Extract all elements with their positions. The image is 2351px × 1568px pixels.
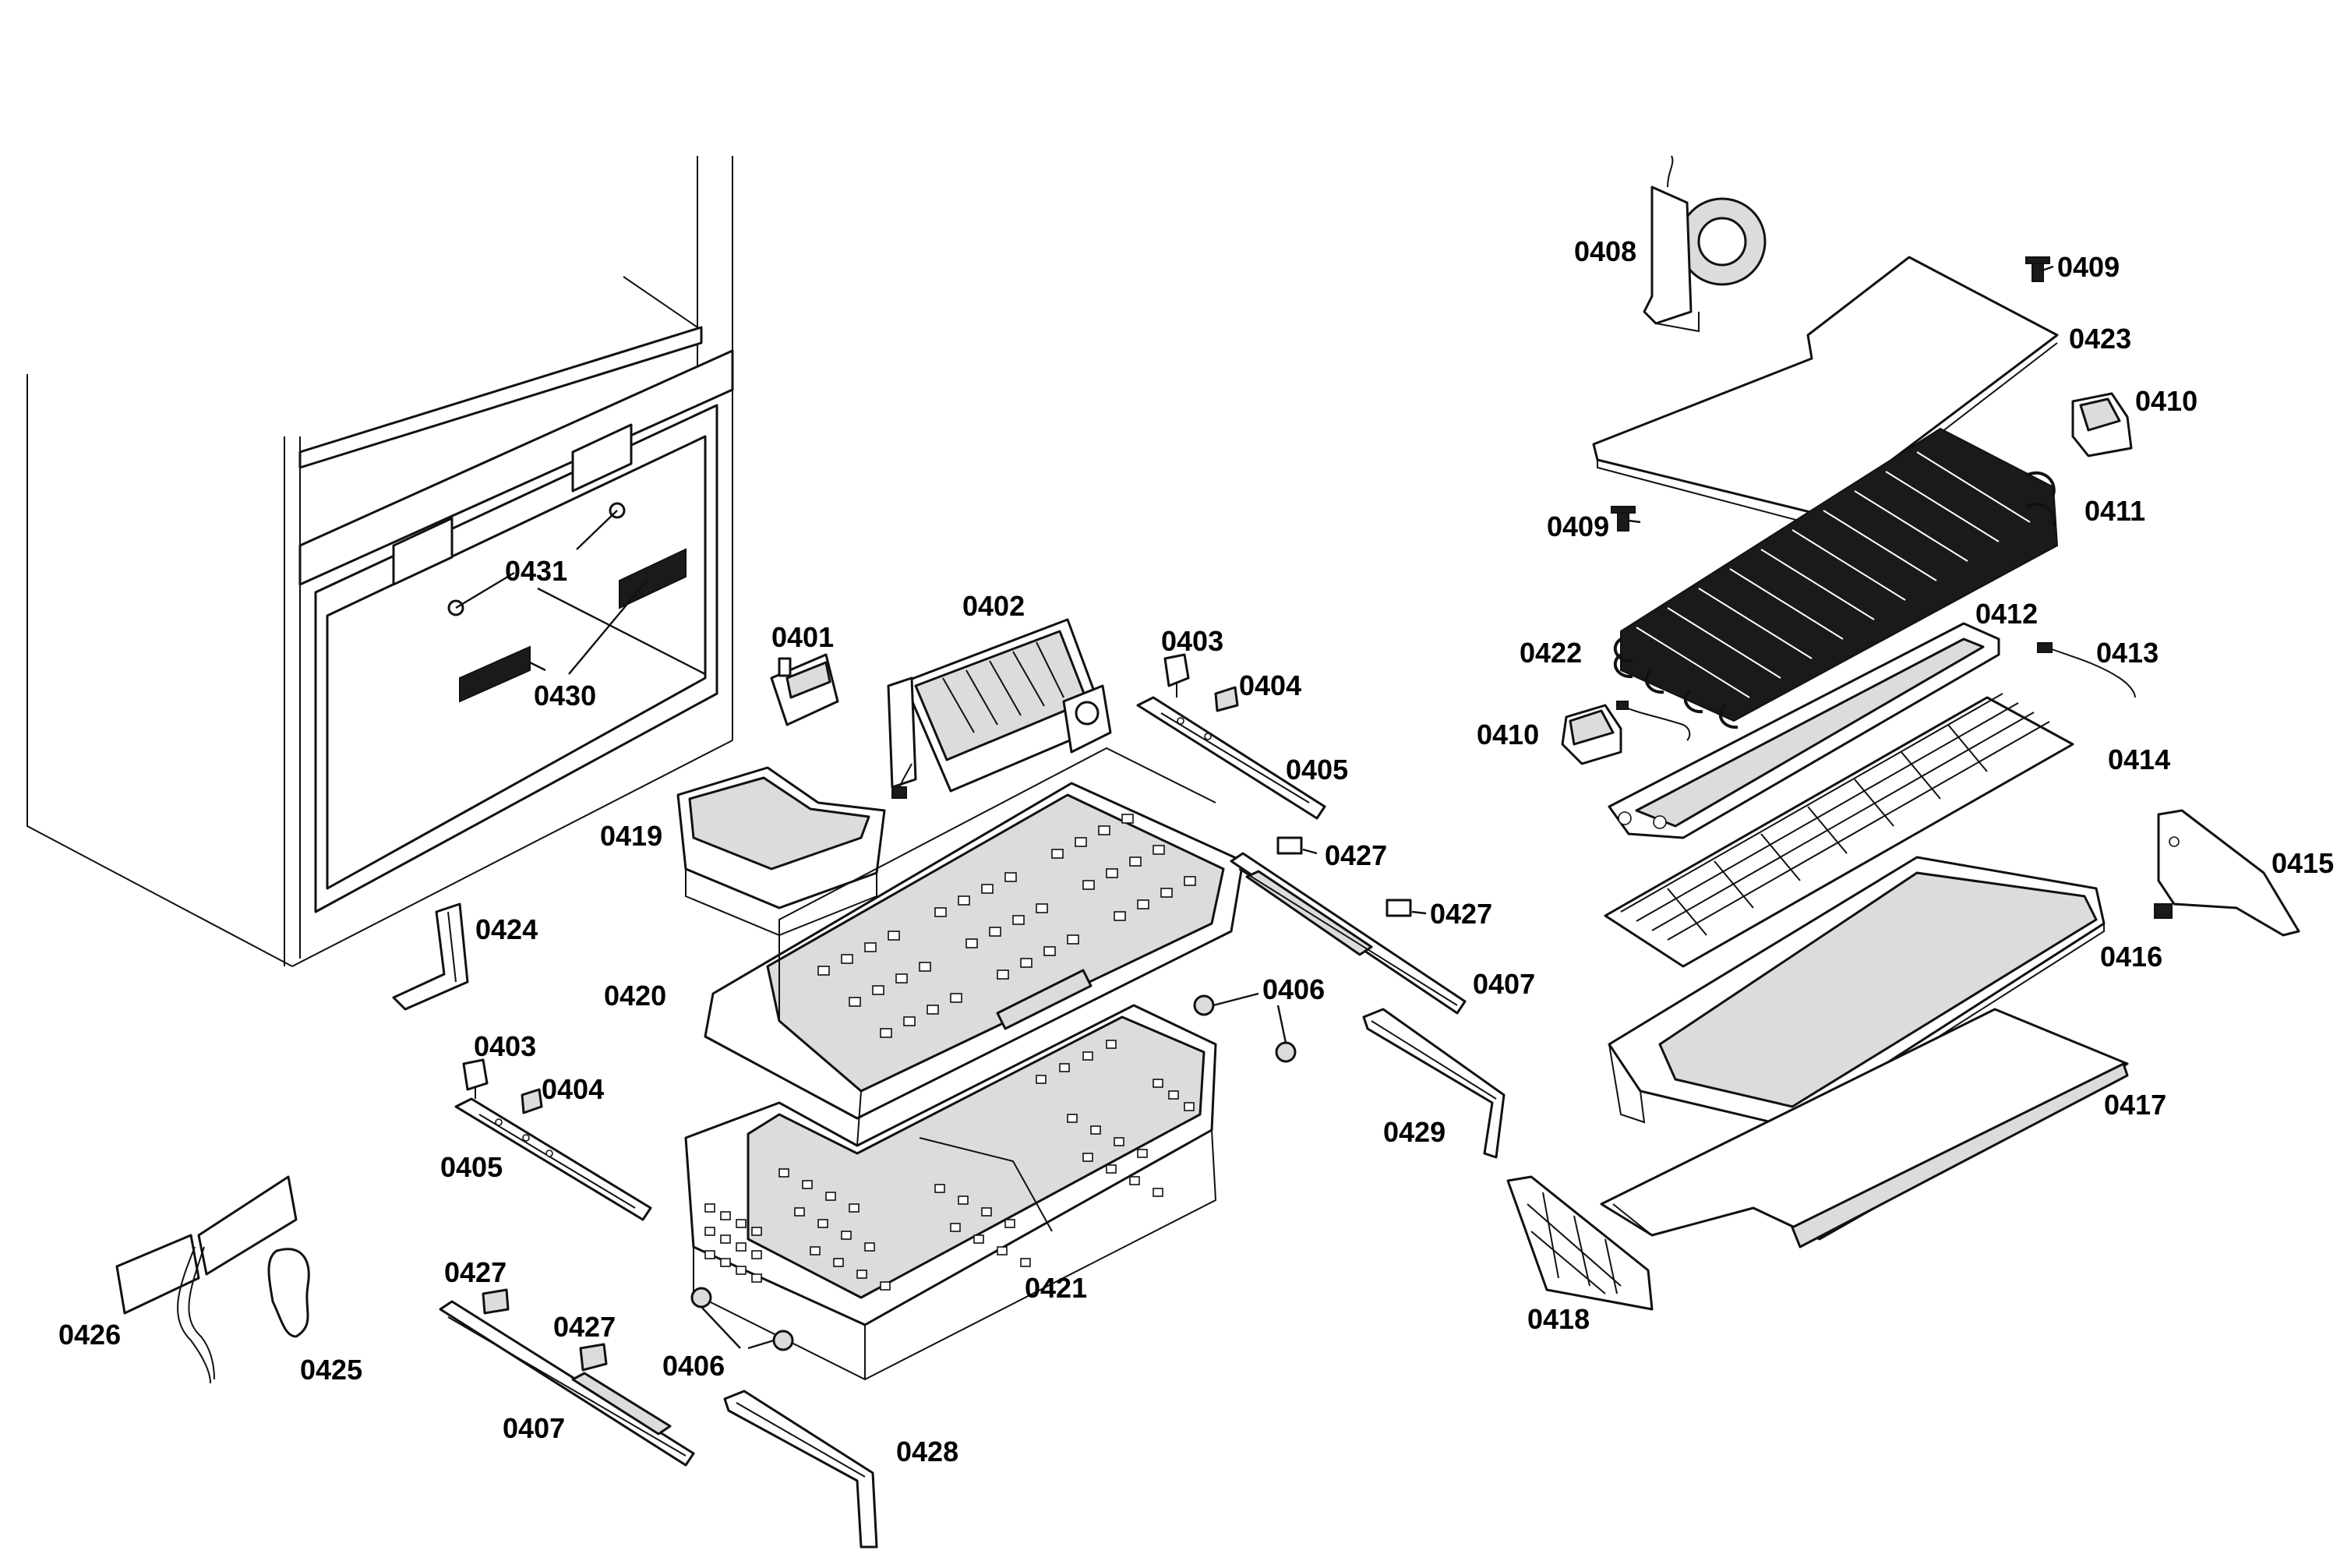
label-0417: 0417 [2104, 1089, 2166, 1121]
label-0401: 0401 [771, 621, 834, 653]
label-0405-right: 0405 [1286, 754, 1348, 786]
refrigerator-cabinet [26, 156, 734, 967]
label-0405-left: 0405 [440, 1151, 503, 1183]
part-0429-right-cover [1362, 1008, 1506, 1159]
part-0424-bracket [392, 902, 469, 1011]
part-0403-left [462, 1058, 489, 1099]
part-0407-right-rail [1230, 852, 1467, 1015]
part-0406-left-feet [690, 1287, 794, 1351]
part-0404-right [1214, 686, 1239, 712]
label-0407-left: 0407 [503, 1412, 565, 1444]
leader-0431-frame [537, 587, 706, 676]
leader-0430-b [568, 580, 648, 675]
label-0403-right: 0403 [1161, 625, 1223, 657]
part-0405-right-slide [1136, 696, 1326, 820]
label-0429: 0429 [1383, 1116, 1446, 1148]
label-0404-right: 0404 [1239, 669, 1301, 701]
part-0414-heater [1604, 693, 2074, 968]
label-0403-left: 0403 [474, 1030, 536, 1062]
label-0427-right-a: 0427 [1325, 839, 1387, 871]
part-0406-right-feet [1193, 992, 1297, 1063]
label-0408: 0408 [1574, 235, 1636, 267]
leader-0427-right-a [1302, 848, 1318, 855]
label-0413: 0413 [2096, 637, 2159, 669]
part-0405-left-slide [454, 1097, 652, 1221]
label-0431: 0431 [505, 555, 567, 587]
part-0410-bracket-top [2071, 392, 2133, 457]
part-0418-grille [1506, 1175, 1654, 1311]
part-0401 [770, 653, 839, 726]
label-0427-left-a: 0427 [444, 1256, 507, 1288]
part-0403-right [1163, 653, 1190, 697]
label-0420: 0420 [604, 980, 666, 1012]
part-labels: 0401 0402 0403 0404 0405 0427 0427 0407 … [58, 235, 2334, 1467]
label-0428: 0428 [896, 1436, 958, 1467]
part-0404-left [521, 1088, 543, 1114]
label-0415: 0415 [2272, 847, 2334, 879]
part-0417-bottom-plate [1600, 1008, 2129, 1248]
label-0411: 0411 [2084, 495, 2145, 527]
label-0418: 0418 [1527, 1303, 1590, 1335]
label-0426: 0426 [58, 1319, 121, 1351]
label-0409-left: 0409 [1547, 510, 1609, 542]
label-0414: 0414 [2108, 743, 2170, 775]
label-0430: 0430 [534, 680, 596, 712]
label-0425: 0425 [300, 1354, 362, 1386]
part-0407-left-rail [439, 1300, 695, 1467]
part-0415-side-bracket [2154, 809, 2300, 937]
part-0409-screw-top [2025, 256, 2050, 282]
part-0422-sensor [1616, 701, 1691, 741]
part-0412-drain-channel [1608, 622, 2000, 839]
part-0421-lower-basket [684, 1004, 1217, 1381]
label-0406-left: 0406 [662, 1350, 725, 1382]
part-0413-wire [2037, 642, 2136, 698]
leader-0430-a [529, 661, 546, 672]
part-0427-right-a [1276, 836, 1303, 855]
part-0427-left-b [579, 1343, 608, 1372]
part-0431-clips [447, 502, 626, 616]
part-0409-screw-left [1611, 506, 1636, 531]
part-0402-ice-maker [887, 618, 1112, 800]
label-0419: 0419 [600, 820, 662, 852]
part-0428-left-cover [723, 1390, 878, 1549]
label-0416: 0416 [2100, 941, 2162, 973]
part-0411-evaporator [1613, 427, 2059, 729]
label-0427-left-b: 0427 [553, 1311, 616, 1343]
part-0420-upper-basket [704, 747, 1244, 1146]
label-0424: 0424 [475, 913, 538, 945]
label-0412: 0412 [1975, 598, 2038, 630]
leader-lines [1628, 265, 2054, 524]
label-0406-right: 0406 [1262, 973, 1325, 1005]
label-0409-top: 0409 [2057, 251, 2120, 283]
leader-0427-right-b [1411, 910, 1427, 915]
label-0410-left: 0410 [1477, 719, 1539, 750]
label-0423: 0423 [2069, 323, 2131, 355]
label-0422: 0422 [1520, 637, 1582, 669]
part-0425 [267, 1248, 310, 1338]
label-0427-right-b: 0427 [1430, 898, 1492, 930]
label-0410-top: 0410 [2135, 385, 2197, 417]
part-0410-bracket-left [1561, 704, 1622, 765]
label-0407-right: 0407 [1473, 968, 1535, 1000]
part-0408-fan [1643, 155, 1767, 333]
label-0402: 0402 [962, 590, 1025, 622]
label-0421: 0421 [1025, 1272, 1087, 1304]
label-0404-left: 0404 [542, 1073, 604, 1105]
part-0427-right-b [1386, 899, 1412, 917]
part-0426 [115, 1175, 298, 1384]
part-0427-left-a [482, 1288, 510, 1315]
part-0419-ice-bin [676, 766, 886, 937]
